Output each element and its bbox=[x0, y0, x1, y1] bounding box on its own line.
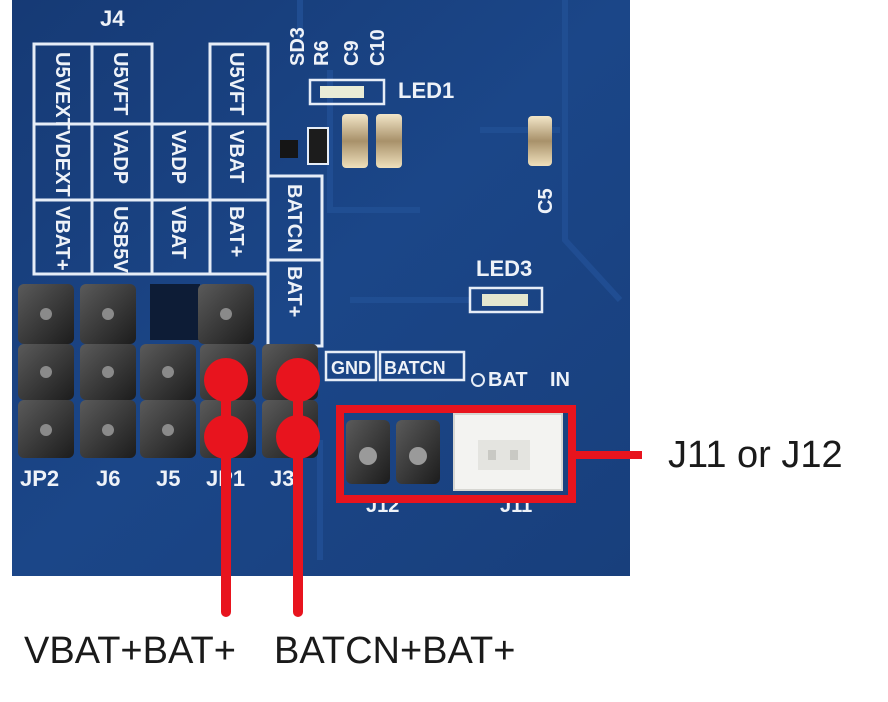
designator-j5: J5 bbox=[156, 466, 180, 491]
designator-jp2: JP2 bbox=[20, 466, 59, 491]
j12-pin-2-dot bbox=[409, 447, 427, 465]
c9-capacitor bbox=[342, 114, 368, 168]
led1-body bbox=[320, 86, 364, 98]
r6-resistor bbox=[307, 127, 329, 165]
top-designators: SD3 R6 C9 C10 bbox=[287, 27, 389, 66]
pcb-traces bbox=[297, 0, 623, 560]
designator-sd3: SD3 bbox=[287, 27, 309, 66]
col5-text-1: BATCN bbox=[283, 184, 305, 253]
col4-text-2: VBAT bbox=[225, 130, 247, 183]
in-label: IN bbox=[550, 369, 570, 391]
c5-label: C5 bbox=[535, 188, 557, 214]
batcn-marker-dot-bottom bbox=[276, 415, 320, 459]
col3-text-2: VBAT bbox=[167, 206, 189, 259]
j11-contact-1 bbox=[488, 450, 496, 460]
caption-j11-or-j12: J11 or J12 bbox=[668, 434, 843, 476]
silkscreen-grid bbox=[32, 42, 324, 348]
led3-body bbox=[482, 294, 528, 306]
c5-capacitor bbox=[528, 116, 552, 166]
empty-socket bbox=[150, 284, 200, 340]
caption-vbat-bat: VBAT+BAT+ bbox=[24, 630, 236, 672]
col1-text-2: VDEXT bbox=[51, 130, 73, 197]
col4-text-1: U5VFT bbox=[225, 52, 247, 115]
annotation-overlay bbox=[204, 358, 642, 617]
led3-outline bbox=[468, 286, 544, 314]
col1-text-3: VBAT+ bbox=[51, 206, 73, 271]
gnd-label-box bbox=[324, 350, 378, 382]
designator-c10: C10 bbox=[367, 29, 389, 66]
j11-connector-opening bbox=[478, 440, 530, 470]
col1-text-1: U5VEXT bbox=[51, 52, 73, 130]
led1-outline bbox=[308, 78, 386, 106]
col5-text-2: BAT+ bbox=[283, 266, 305, 317]
bat-label: BAT bbox=[488, 369, 528, 391]
led1-label: LED1 bbox=[398, 78, 454, 103]
col3-text-1: VADP bbox=[167, 130, 189, 184]
col2-text-1: U5VFT bbox=[109, 52, 131, 115]
sd3-diode bbox=[280, 140, 298, 158]
led3-label: LED3 bbox=[476, 256, 532, 281]
designator-r6: R6 bbox=[311, 40, 333, 66]
header-label-j4: J4 bbox=[100, 6, 125, 31]
designator-j3: J3 bbox=[270, 466, 294, 491]
vbat-marker-dot-bottom bbox=[204, 415, 248, 459]
caption-batcn-bat: BATCN+BAT+ bbox=[274, 630, 516, 672]
col2-text-2: VADP bbox=[109, 130, 131, 184]
designator-j6: J6 bbox=[96, 466, 120, 491]
designator-c9: C9 bbox=[341, 40, 363, 66]
batcn-label-box bbox=[378, 350, 466, 382]
column-texts: U5VEXT VDEXT VBAT+ U5VFT VADP USB5V VADP… bbox=[51, 52, 305, 317]
batcn-marker-dot-top bbox=[276, 358, 320, 402]
batcn-label: BATCN bbox=[384, 358, 446, 378]
c10-capacitor bbox=[376, 114, 402, 168]
gnd-label: GND bbox=[331, 358, 371, 378]
col2-text-3: USB5V bbox=[109, 206, 131, 273]
vbat-marker-dot-top bbox=[204, 358, 248, 402]
pin1-marker bbox=[471, 373, 485, 387]
j11-contact-2 bbox=[510, 450, 518, 460]
j12-pin-1-dot bbox=[359, 447, 377, 465]
col4-text-3: BAT+ bbox=[225, 206, 247, 257]
